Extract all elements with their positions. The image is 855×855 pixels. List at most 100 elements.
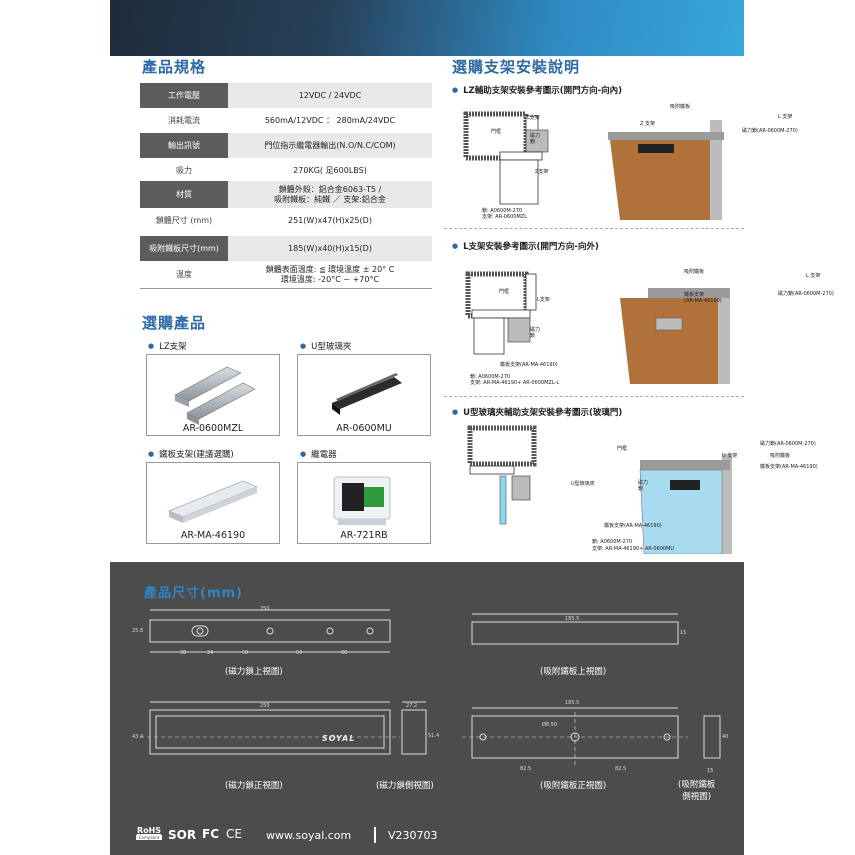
dim-185-top: 185.5 [565, 616, 580, 622]
guide-3-heading: U型玻璃夾輔助支架安裝參考圖示(玻璃門) [452, 406, 622, 418]
guide-2-diagram [460, 264, 740, 384]
dimension-drawings [140, 609, 721, 767]
guide-1-schematic [463, 111, 724, 220]
dim-50b: 50 [296, 650, 303, 656]
g3-lock-label: 磁力 鎖 [638, 480, 649, 492]
guide-1-note-bracket: 支架: AR-0600MZL [482, 214, 528, 220]
dim-25-8: 25.8 [132, 628, 144, 634]
lz-bracket-icon [174, 366, 256, 425]
g2-frame-label: 門框 [499, 289, 510, 295]
dim-250: 250 [260, 606, 270, 612]
g2-platebr-label: 鐵板支架(AR-MA-46190) [500, 362, 558, 368]
footer-url[interactable]: www.soyal.com [266, 829, 352, 842]
optional-model-plate-bracket: AR-MA-46190 [180, 530, 246, 541]
dim-phi: Ø8.50 [542, 722, 558, 728]
g2-plate-label: 吸附鐵板 [684, 269, 705, 275]
dim-30: 30 [180, 650, 187, 656]
dim-60: 60 [341, 650, 348, 656]
spec-value: 270KG( 足600LBS) [228, 158, 432, 183]
guide-2-schematic [465, 271, 730, 384]
product-image-u [297, 354, 431, 436]
optional-model-relay: AR-721RB [340, 530, 388, 541]
footer-version: V230703 [388, 829, 438, 842]
guide-divider [444, 228, 744, 229]
relay-icon [333, 476, 391, 525]
dim-15-top: 15 [680, 630, 687, 636]
product-image-plate-bracket [146, 462, 280, 544]
spec-row-current: 消耗電流 560mA/12VDC ： 280mA/24VDC [140, 108, 432, 133]
rohs-logo: RoHS Compliant [136, 826, 162, 840]
guide-2-heading: L支架安裝參考圖示(開門方向-向外) [452, 240, 599, 252]
g2-lock-label: 磁力 鎖 [530, 327, 541, 339]
guide-1-note-lock: 鎖: A0600M-270 [482, 208, 523, 214]
specs-title: 產品規格 [142, 58, 207, 76]
spec-value: 鎖體表面溫度: ≦ 環境溫度 ± 20° C 環境溫度: -20°C ~ +70… [228, 261, 432, 288]
dim-40: 40 [722, 734, 729, 740]
spec-value: 251(W)x47(H)x25(D) [228, 208, 432, 233]
spec-key: 消耗電流 [140, 108, 228, 133]
lock-side-view-label: (磁力鎖側視圖) [376, 781, 434, 791]
spec-key: 溫度 [140, 261, 228, 288]
spec-key: 鎖體尺寸 (mm) [140, 208, 228, 233]
g3-plate-label: 吸附鐵板 [770, 453, 791, 459]
g2-platebr2-label: 鐵板支架 (AR-MA-46190) [684, 292, 722, 304]
dim-185-front: 185.5 [565, 700, 580, 706]
optional-label-u: U型玻璃夾 [300, 340, 351, 352]
dimensions-panel: 產品尺寸(mm) [110, 562, 744, 855]
install-title: 選購支架安裝說明 [452, 58, 581, 76]
g3-ubr2-label: U 支架 [722, 453, 738, 459]
optional-label-plate-bracket: 鐵板支架(建議選購) [148, 448, 234, 460]
lock-top-view-label: (磁力鎖上視圖) [225, 667, 283, 677]
spec-value: 560mA/12VDC ： 280mA/24VDC [228, 108, 432, 133]
lock-front-view-label: (磁力鎖正視圖) [225, 781, 283, 791]
plate-bracket-icon [168, 480, 258, 523]
dim-250-front: 250 [260, 703, 270, 709]
optional-model-lz: AR-0600MZL [182, 423, 244, 434]
optional-label-lz: LZ支架 [148, 340, 187, 352]
soyal-brand-mark: SOYAL [322, 734, 356, 743]
spec-value: 12VDC / 24VDC [228, 83, 432, 108]
footer: RoHS Compliant SOR FC CE www.soyal.com V… [110, 822, 744, 855]
guide-2-note-bracket: 支架: AR-MA-46190+ AR-0600MZL-L [470, 380, 560, 386]
dim-82a: 82.5 [520, 766, 532, 772]
datasheet-page: 產品規格 工作電壓 12VDC / 24VDC 消耗電流 560mA/12VDC… [110, 0, 834, 855]
g1-lockmodel-label: 磁力鎖(AR-0600M-270) [742, 128, 798, 134]
g2-lbr-label: L支架 [537, 297, 550, 303]
spec-row-temperature: 溫度 鎖體表面溫度: ≦ 環境溫度 ± 20° C 環境溫度: -20°C ~ … [140, 261, 432, 289]
optional-title: 選購產品 [142, 314, 207, 332]
dim-50a: 50 [242, 650, 249, 656]
dim-24: 24 [207, 650, 214, 656]
spec-value: 185(W)x40(H)x15(D) [228, 236, 432, 261]
g1-zbr2-label: Z 支架 [640, 121, 656, 127]
spec-key: 吸力 [140, 158, 228, 183]
sor-logo-icon: SOR [168, 828, 197, 842]
g1-zbr-label: Z支架 [535, 169, 549, 175]
g2-lbr2-label: L 支架 [806, 273, 821, 279]
product-image-relay [297, 462, 431, 544]
g2-lockmodel-label: 磁力鎖(AR-0600M-270) [778, 291, 834, 297]
u-clamp-icon [332, 373, 402, 415]
rohs-sub-text: Compliant [136, 835, 162, 840]
dim-43-4: 43.4 [132, 734, 144, 740]
spec-row-lock-size: 鎖體尺寸 (mm) 251(W)x47(H)x25(D) [140, 208, 432, 233]
ce-logo-icon: CE [226, 827, 242, 841]
g3-lockmodel-label: 磁力鎖(AR-0600M-270) [760, 441, 816, 447]
dimensions-title: 產品尺寸(mm) [144, 586, 243, 601]
spec-row-material: 材質 鎖體外殼：鋁合金6063-T5 / 吸附鐵板：純鐵 ／ 支架:鋁合金 [140, 181, 432, 208]
fc-logo-icon: FC [202, 827, 220, 841]
spec-key: 吸附鐵板尺寸(mm) [140, 236, 228, 261]
footer-divider [374, 827, 376, 843]
g1-plate-label: 吸附鐵板 [670, 104, 691, 110]
spec-value: 鎖體外殼：鋁合金6063-T5 / 吸附鐵板：純鐵 ／ 支架:鋁合金 [228, 181, 432, 208]
spec-key: 輸出訊號 [140, 133, 228, 158]
spec-key: 材質 [140, 181, 228, 208]
g1-frame-label: 門框 [491, 129, 502, 135]
guide-3-diagram [460, 424, 740, 555]
plate-front-view-label: (吸附鐵板正視圖) [540, 781, 607, 791]
guide-3-note-lock: 鎖: A0600M-270 [592, 539, 633, 545]
guide-1-diagram [460, 100, 740, 220]
spec-key: 工作電壓 [140, 83, 228, 108]
plate-top-view-label: (吸附鐵板上視圖) [540, 667, 607, 677]
g1-lbr-label: L支架 [527, 115, 540, 121]
guide-3-schematic [467, 425, 732, 555]
